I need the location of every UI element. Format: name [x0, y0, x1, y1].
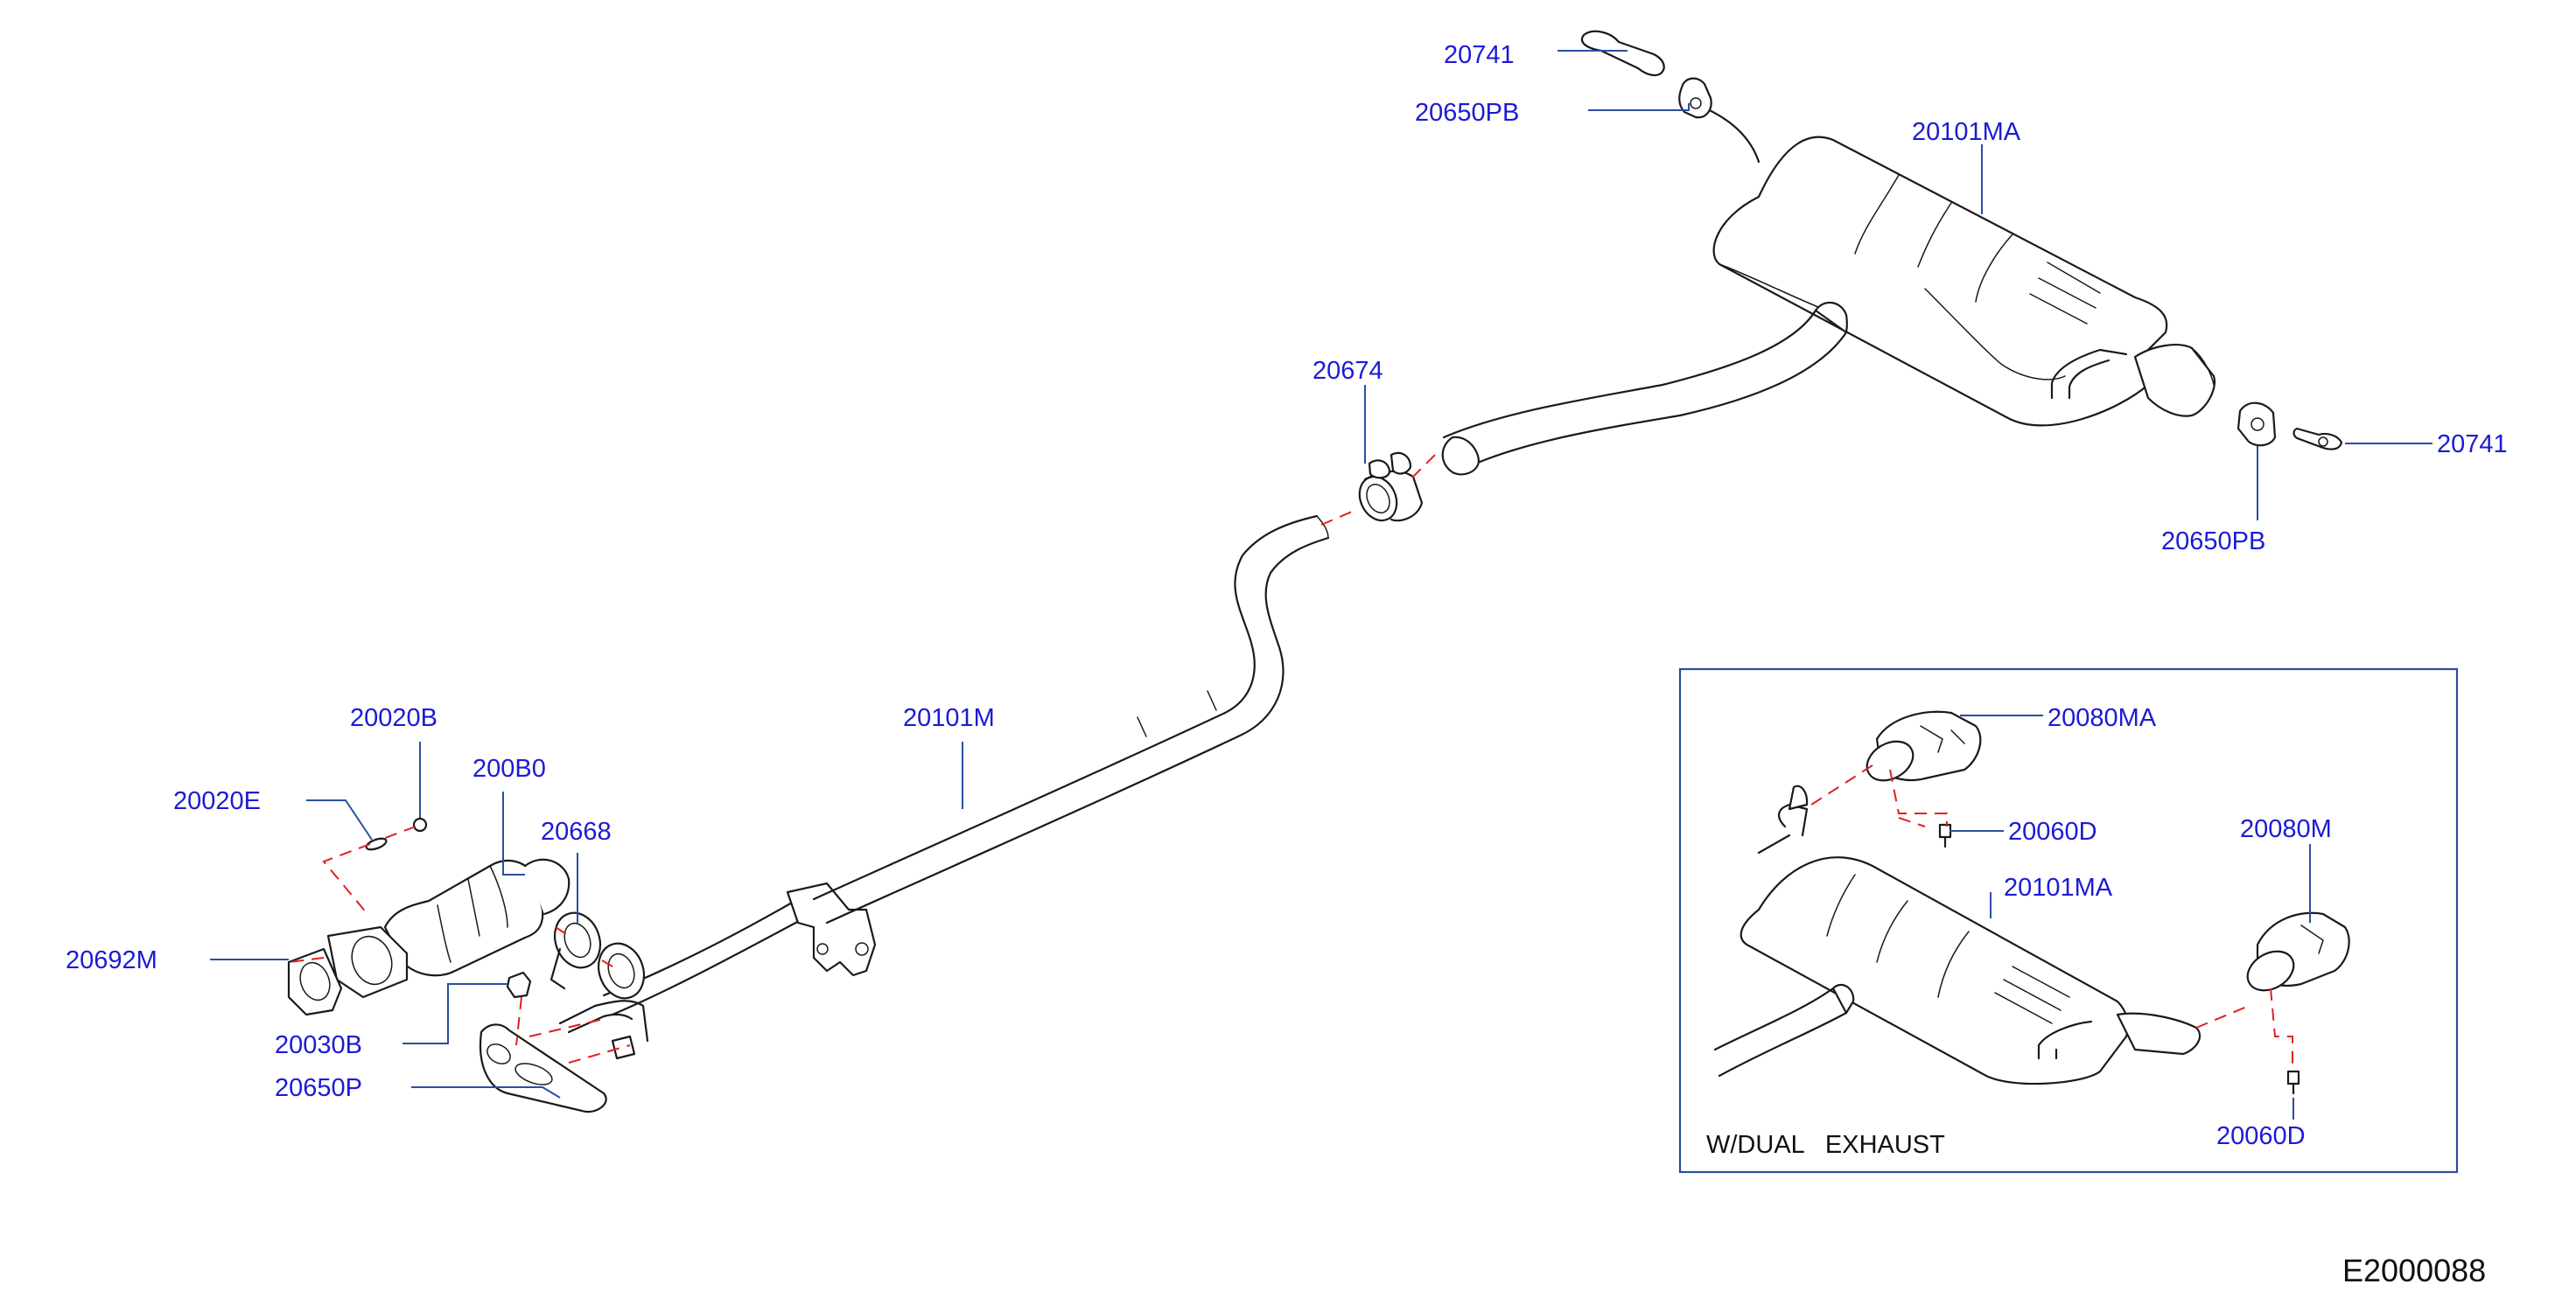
callout-200B0: 200B0 — [472, 755, 546, 783]
callout-20101M: 20101M — [903, 704, 995, 732]
catalyst-200B0 — [326, 858, 570, 999]
callout-20650PB-top: 20650PB — [1415, 99, 1519, 127]
inset-caption: W/DUAL EXHAUST — [1706, 1131, 1945, 1159]
hanger-20741-top — [1580, 30, 1665, 77]
nut-20030B — [506, 971, 532, 999]
callout-20741-right: 20741 — [2437, 430, 2508, 458]
callout-20060D-bottom: 20060D — [2216, 1122, 2306, 1150]
inset-front-pipe — [1713, 983, 1855, 1078]
dual-exhaust-inset-frame — [1678, 667, 2459, 1174]
callout-20080M: 20080M — [2240, 815, 2332, 843]
center-pipe-20101M — [602, 301, 1848, 1016]
callout-20674: 20674 — [1312, 357, 1383, 385]
inset-muffler-20101MA — [1740, 785, 2202, 1085]
tail-finisher-20080M — [2246, 911, 2350, 992]
insulator-20650PB-top — [1678, 77, 1712, 119]
callout-20668: 20668 — [541, 818, 612, 846]
callout-20741-top: 20741 — [1444, 41, 1515, 69]
bolt-20060D-top — [1938, 823, 1952, 848]
callout-20030B: 20030B — [275, 1031, 362, 1059]
callout-20020E: 20020E — [173, 787, 261, 815]
nut-20020B — [412, 817, 428, 833]
main-muffler-20101MA — [1700, 105, 2216, 427]
callout-20080MA: 20080MA — [2048, 704, 2157, 732]
bolt-20060D-bottom — [2286, 1070, 2300, 1095]
drawing-number: E2000088 — [2342, 1253, 2486, 1288]
callout-20101MA-top: 20101MA — [1912, 118, 2021, 146]
insulator-20650P — [479, 1023, 607, 1113]
hanger-20741-right — [2292, 427, 2343, 450]
callout-20101MA-inset: 20101MA — [2004, 874, 2113, 902]
clip-20020E — [365, 837, 388, 851]
callout-20060D-top: 20060D — [2008, 818, 2097, 846]
insulator-20650PB-right — [2236, 401, 2277, 447]
front-bracket — [558, 1000, 649, 1060]
callout-20020B: 20020B — [350, 704, 438, 732]
callout-20650P: 20650P — [275, 1074, 362, 1102]
tail-finisher-20080MA — [1866, 710, 1982, 782]
gasket-20668 — [550, 911, 646, 1000]
callout-20650PB-right: 20650PB — [2161, 527, 2265, 555]
leader-lines — [210, 50, 2432, 1120]
assembly-lines — [288, 454, 2293, 1071]
clamp-20674 — [1358, 451, 1424, 522]
callout-20692M: 20692M — [66, 946, 158, 974]
gasket-20692M — [287, 947, 343, 1016]
